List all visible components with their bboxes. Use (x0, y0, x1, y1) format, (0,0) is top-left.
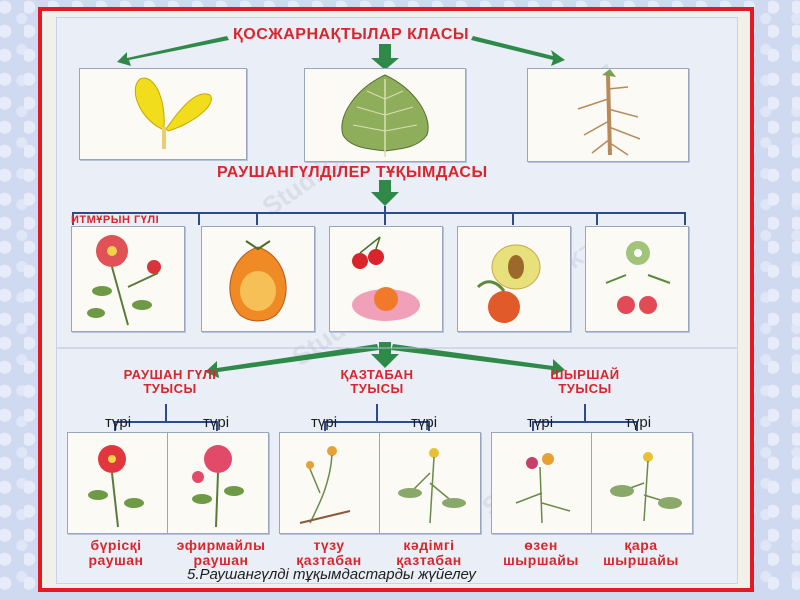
avens-icon (610, 452, 682, 522)
arrow-center (371, 44, 399, 70)
rose-icon (192, 445, 244, 528)
avens-icon (515, 453, 571, 524)
species-6-image (591, 432, 693, 534)
species-name-5: өзен шыршайы (503, 537, 579, 568)
species-name-6: қара шыршайы (603, 537, 679, 568)
species-name-1: бүрісқі раушан (88, 537, 144, 568)
apple-icon (476, 244, 541, 323)
cherry-image (329, 226, 443, 332)
family-title: РАУШАНГҮЛДІЛЕР ТҰҚЫМДАСЫ (217, 164, 488, 181)
figure-caption: 5.Раушангүлді тұқымдастарды жүйелеу (187, 566, 476, 583)
wild-rose-icon (87, 235, 161, 326)
root-image (527, 68, 689, 162)
arrow-family (371, 180, 399, 206)
species-name-4: кәдімгі қазтабан (396, 537, 462, 568)
rose-hip-flower-image (71, 226, 185, 332)
genus-shyrshai: ШЫРШАЙ ТУЫСЫ (550, 367, 620, 396)
cherry-icon (352, 236, 420, 321)
root-icon (577, 69, 641, 156)
petals-icon (134, 77, 212, 149)
arrow-genus-right (391, 344, 565, 376)
genus-rose: РАУШАН ГҮЛІ ТУЫСЫ (123, 367, 217, 396)
fruit-section-icon (229, 240, 287, 322)
arrow-genus-center (371, 342, 399, 368)
arrow-right (471, 36, 565, 66)
species-name-3: түзу қазтабан (296, 537, 362, 568)
species-5-image (491, 432, 593, 534)
species-4-image (379, 432, 481, 534)
itmuryn-label: ИТМҰРЫН ГҮЛІ (71, 214, 160, 226)
species-label-6: түрі (625, 414, 652, 431)
species-label-3: түрі (311, 414, 338, 431)
raspberry-image (585, 226, 689, 332)
leaf-icon (341, 74, 429, 157)
leaf-image (304, 68, 466, 162)
rose-icon (88, 445, 144, 528)
species-label-4: түрі (411, 414, 438, 431)
species-label-2: түрі (203, 414, 230, 431)
cinquefoil-icon (398, 448, 466, 524)
diagram-panel: Stud.kz Stud.kz Stud.kz Stud.kz Stud.kz (56, 17, 738, 584)
connector-lines (57, 36, 737, 431)
species-label-1: түрі (105, 414, 132, 431)
petals-image (79, 68, 247, 160)
species-3-image (279, 432, 381, 534)
apple-image (457, 226, 571, 332)
species-1-image (67, 432, 169, 534)
arrow-left (117, 36, 229, 66)
arrow-genus-left (205, 344, 379, 378)
slide-frame: Stud.kz Stud.kz Stud.kz Stud.kz Stud.kz (38, 7, 754, 592)
cinquefoil-icon (299, 446, 351, 524)
class-title: ҚОСЖАРНАҚТЫЛАР КЛАСЫ (233, 26, 470, 43)
species-2-image (167, 432, 269, 534)
species-name-2: эфирмайлы раушан (176, 537, 266, 568)
raspberry-icon (605, 241, 671, 314)
genus-qaztaban: ҚАЗТАБАН ТУЫСЫ (340, 367, 414, 396)
species-label-5: түрі (527, 414, 554, 431)
itmuryn-bracket (72, 212, 686, 225)
rose-hip-section-image (201, 226, 315, 332)
